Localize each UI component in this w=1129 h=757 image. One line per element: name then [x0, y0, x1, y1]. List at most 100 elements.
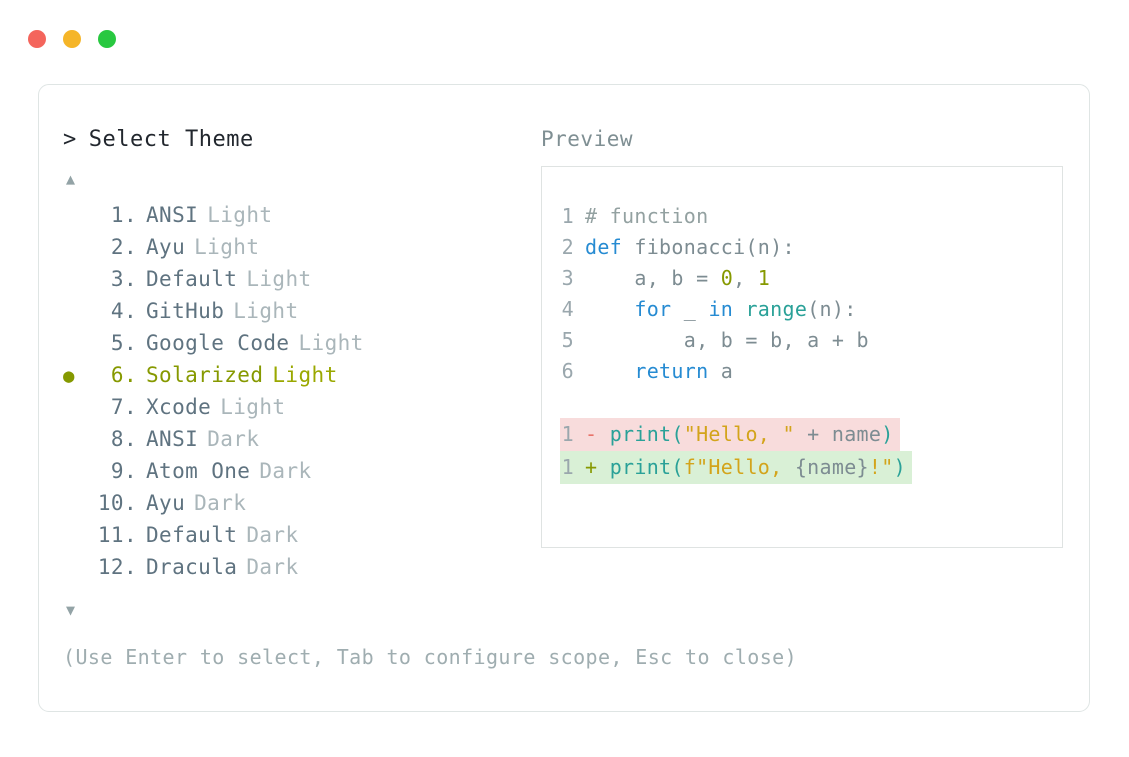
maximize-button[interactable]: [98, 30, 116, 48]
theme-item-index: 12.: [97, 555, 137, 579]
diff-line-del: 1- print("Hello, " + name): [542, 418, 1062, 451]
preview-label: Preview: [541, 127, 634, 151]
line-number: 1: [561, 422, 574, 446]
minimize-button[interactable]: [63, 30, 81, 48]
theme-item-name: ANSI: [146, 427, 199, 451]
selected-bullet-icon: ●: [63, 365, 75, 387]
theme-item-variant: Dark: [246, 523, 299, 547]
page-title: Select Theme: [88, 127, 254, 152]
theme-list-item[interactable]: 8. ANSI Dark: [63, 427, 543, 459]
theme-item-index: 3.: [110, 267, 137, 291]
code-token: !": [868, 455, 894, 479]
code-token: [585, 359, 634, 383]
code-token: fibonacci: [634, 235, 746, 259]
code-token: print: [609, 455, 672, 479]
theme-item-index: 4.: [110, 299, 137, 323]
theme-item-variant: Light: [272, 363, 338, 387]
diff-sign: +: [585, 455, 598, 479]
theme-list-item[interactable]: 3. Default Light: [63, 267, 543, 299]
code-token: a: [708, 359, 734, 383]
code-token: "Hello,: [696, 455, 795, 479]
theme-item-name: GitHub: [146, 299, 225, 323]
theme-item-variant: Light: [207, 203, 273, 227]
theme-item-name: Solarized: [146, 363, 264, 387]
theme-item-variant: Dark: [194, 491, 247, 515]
preview-panel: 1# function 2 def fibonacci(n): 3 a, b = 0,…: [541, 166, 1063, 548]
code-token: f: [683, 455, 697, 479]
theme-item-name: Dracula: [146, 555, 238, 579]
line-number: 1: [561, 455, 574, 479]
code-token: def: [585, 235, 635, 259]
theme-list-item[interactable]: 2. Ayu Light: [63, 235, 543, 267]
theme-item-variant: Light: [246, 267, 312, 291]
code-token: (: [671, 455, 684, 479]
diff-line-add: 1 + print(f"Hello, {name}!"): [542, 451, 1062, 484]
window-traffic-lights: [28, 30, 116, 48]
code-token: {name}: [794, 455, 869, 479]
code-line: 1# function: [542, 201, 1062, 232]
theme-item-variant: Light: [233, 299, 299, 323]
theme-item-index: 7.: [110, 395, 137, 419]
diff-line-content: 1 + print(f"Hello, {name}!"): [560, 451, 912, 484]
diff-line-content: 1- print("Hello, " + name): [560, 418, 900, 451]
line-number: 4: [561, 297, 574, 321]
theme-item-index: 1.: [110, 203, 137, 227]
theme-list-item[interactable]: 12. Dracula Dark: [63, 555, 543, 587]
code-token: (n):: [745, 235, 795, 259]
theme-item-variant: Dark: [207, 427, 260, 451]
theme-item-index: 2.: [110, 235, 137, 259]
theme-list-item[interactable]: ● 6. Solarized Light: [63, 363, 543, 395]
theme-item-name: Default: [146, 267, 238, 291]
theme-item-name: Ayu: [146, 235, 186, 259]
theme-list-item[interactable]: 4. GitHub Light: [63, 299, 543, 331]
theme-item-variant: Dark: [259, 459, 312, 483]
code-line: 4 for _ in range(n):: [542, 294, 1062, 325]
keyboard-hint: (Use Enter to select, Tab to configure s…: [63, 645, 798, 669]
theme-item-variant: Light: [194, 235, 260, 259]
diff-spacer: [597, 455, 609, 479]
code-token: [733, 297, 745, 321]
line-number: 2: [561, 235, 574, 259]
theme-item-variant: Dark: [246, 555, 299, 579]
line-number: 1: [561, 204, 574, 228]
code-token: 1: [757, 266, 771, 290]
theme-list-item[interactable]: 1. ANSI Light: [63, 203, 543, 235]
code-token: +: [794, 422, 832, 446]
theme-item-name: Google Code: [146, 331, 290, 355]
code-token: print: [609, 422, 672, 446]
code-token: ): [893, 455, 906, 479]
theme-item-index: 11.: [97, 523, 137, 547]
line-number: 3: [561, 266, 574, 290]
code-token: a, b =: [585, 266, 721, 290]
code-token: return: [634, 359, 709, 383]
prompt-caret-icon: >: [63, 127, 77, 152]
line-number: 6: [561, 359, 574, 383]
theme-item-index: 6.: [110, 363, 137, 387]
theme-item-index: 8.: [110, 427, 137, 451]
code-token: for: [634, 297, 672, 321]
code-line: 6 return a: [542, 356, 1062, 387]
code-line: 3 a, b = 0, 1: [542, 263, 1062, 294]
theme-item-name: ANSI: [146, 203, 199, 227]
code-token: range: [745, 297, 808, 321]
theme-item-variant: Light: [298, 331, 364, 355]
line-number: 5: [561, 328, 574, 352]
code-token: "Hello, ": [683, 422, 795, 446]
scroll-down-icon[interactable]: ▼: [66, 601, 76, 619]
close-button[interactable]: [28, 30, 46, 48]
theme-item-variant: Light: [220, 395, 286, 419]
theme-item-name: Ayu: [146, 491, 186, 515]
code-line: 5 a, b = b, a + b: [542, 325, 1062, 356]
theme-item-index: 9.: [110, 459, 137, 483]
code-token: a, b = b, a + b: [585, 328, 869, 352]
scroll-up-icon[interactable]: ▲: [66, 170, 76, 188]
diff-sign: -: [585, 422, 598, 446]
code-token: ,: [733, 266, 758, 290]
